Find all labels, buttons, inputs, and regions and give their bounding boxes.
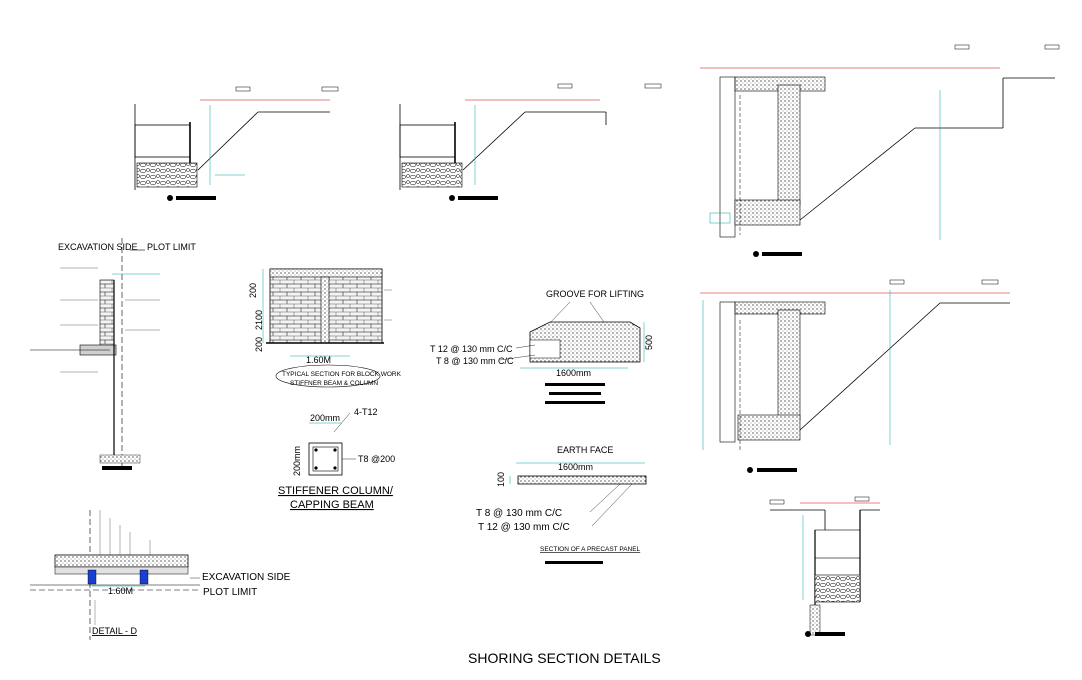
groove-label: GROOVE FOR LIFTING: [546, 289, 644, 299]
stiffener-width-dim: 200mm: [310, 413, 340, 423]
panel-width-dim: 1600mm: [558, 462, 593, 472]
stiffener-caption-1: STIFFENER COLUMN/: [278, 485, 394, 497]
block-work-caption-1: TYPICAL SECTION FOR BLOCK WORK: [282, 371, 402, 378]
shoring-section-1: [134, 86, 339, 201]
detail-d: 1.60M EXCAVATION SIDE PLOT LIMIT DETAIL …: [30, 510, 291, 640]
panel-bar-2: T 12 @ 130 mm C/C: [478, 522, 570, 533]
sheet-title: SHORING SECTION DETAILS: [468, 650, 661, 666]
precast-panel-section: EARTH FACE 1600mm 100 T 8 @ 130 mm C/C T…: [476, 445, 647, 564]
lifting-height-dim: 500: [644, 335, 654, 350]
block-work-elevation: 200 2100 200 1.60M TYPICAL SECTION FOR B…: [248, 268, 402, 388]
lifting-bar-2: T 8 @ 130 mm C/C: [436, 356, 514, 366]
stiffener-bar-label: 4-T12: [354, 407, 378, 417]
stiffener-column-detail: 4-T12 200mm 200mm T8 @200 STIFFENER COLU…: [278, 407, 395, 511]
shoring-section-4: [700, 279, 1010, 473]
shoring-section-5: [769, 496, 880, 637]
plot-limit-label: PLOT LIMIT: [147, 242, 196, 252]
detail-d-plot-limit: PLOT LIMIT: [203, 587, 257, 598]
block-work-caption-2: STIFFNER BEAM & COLUMN: [290, 380, 378, 387]
dim-200-bottom: 200: [254, 337, 264, 352]
panel-caption: SECTION OF A PRECAST PANEL: [540, 546, 641, 553]
excavation-side-label: EXCAVATION SIDE: [58, 242, 138, 252]
dim-2100: 2100: [254, 310, 264, 330]
shoring-section-2: [399, 83, 662, 201]
panel-bar-1: T 8 @ 130 mm C/C: [476, 508, 562, 519]
lifting-width-dim: 1600mm: [556, 368, 591, 378]
panel-thickness-dim: 100: [496, 472, 506, 487]
stiffener-height-dim: 200mm: [292, 446, 302, 476]
earth-face-label: EARTH FACE: [557, 445, 613, 455]
detail-d-width-dim: 1.60M: [108, 586, 133, 596]
detail-excavation-wall: EXCAVATION SIDE PLOT LIMIT: [30, 238, 196, 470]
dim-width-1-60m: 1.60M: [306, 355, 331, 365]
detail-d-excavation-side: EXCAVATION SIDE: [202, 572, 291, 583]
shoring-section-3: [700, 44, 1060, 257]
stiffener-caption-2: CAPPING BEAM: [290, 499, 374, 511]
lifting-bar-1: T 12 @ 130 mm C/C: [430, 344, 513, 354]
precast-panel-lifting-detail: GROOVE FOR LIFTING T 12 @ 130 mm C/C T 8…: [430, 289, 654, 404]
dim-200-top: 200: [248, 283, 258, 298]
stiffener-tie-label: T8 @200: [358, 454, 395, 464]
detail-d-caption: DETAIL - D: [92, 626, 138, 636]
